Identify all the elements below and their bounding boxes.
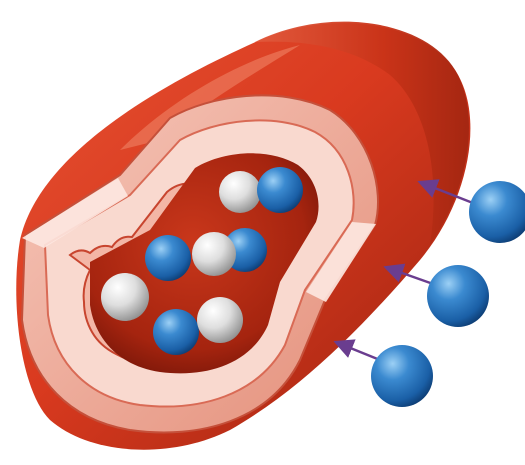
particle-white [197, 297, 243, 343]
particle-blue [153, 309, 199, 355]
particle-blue-outside [427, 265, 489, 327]
particle-white [219, 171, 261, 213]
particle-blue-outside [371, 345, 433, 407]
particle-blue-outside [469, 181, 525, 243]
particle-white [192, 232, 236, 276]
arrow-3 [338, 343, 380, 360]
particle-blue [145, 235, 191, 281]
particle-white [101, 273, 149, 321]
particle-blue [257, 167, 303, 213]
